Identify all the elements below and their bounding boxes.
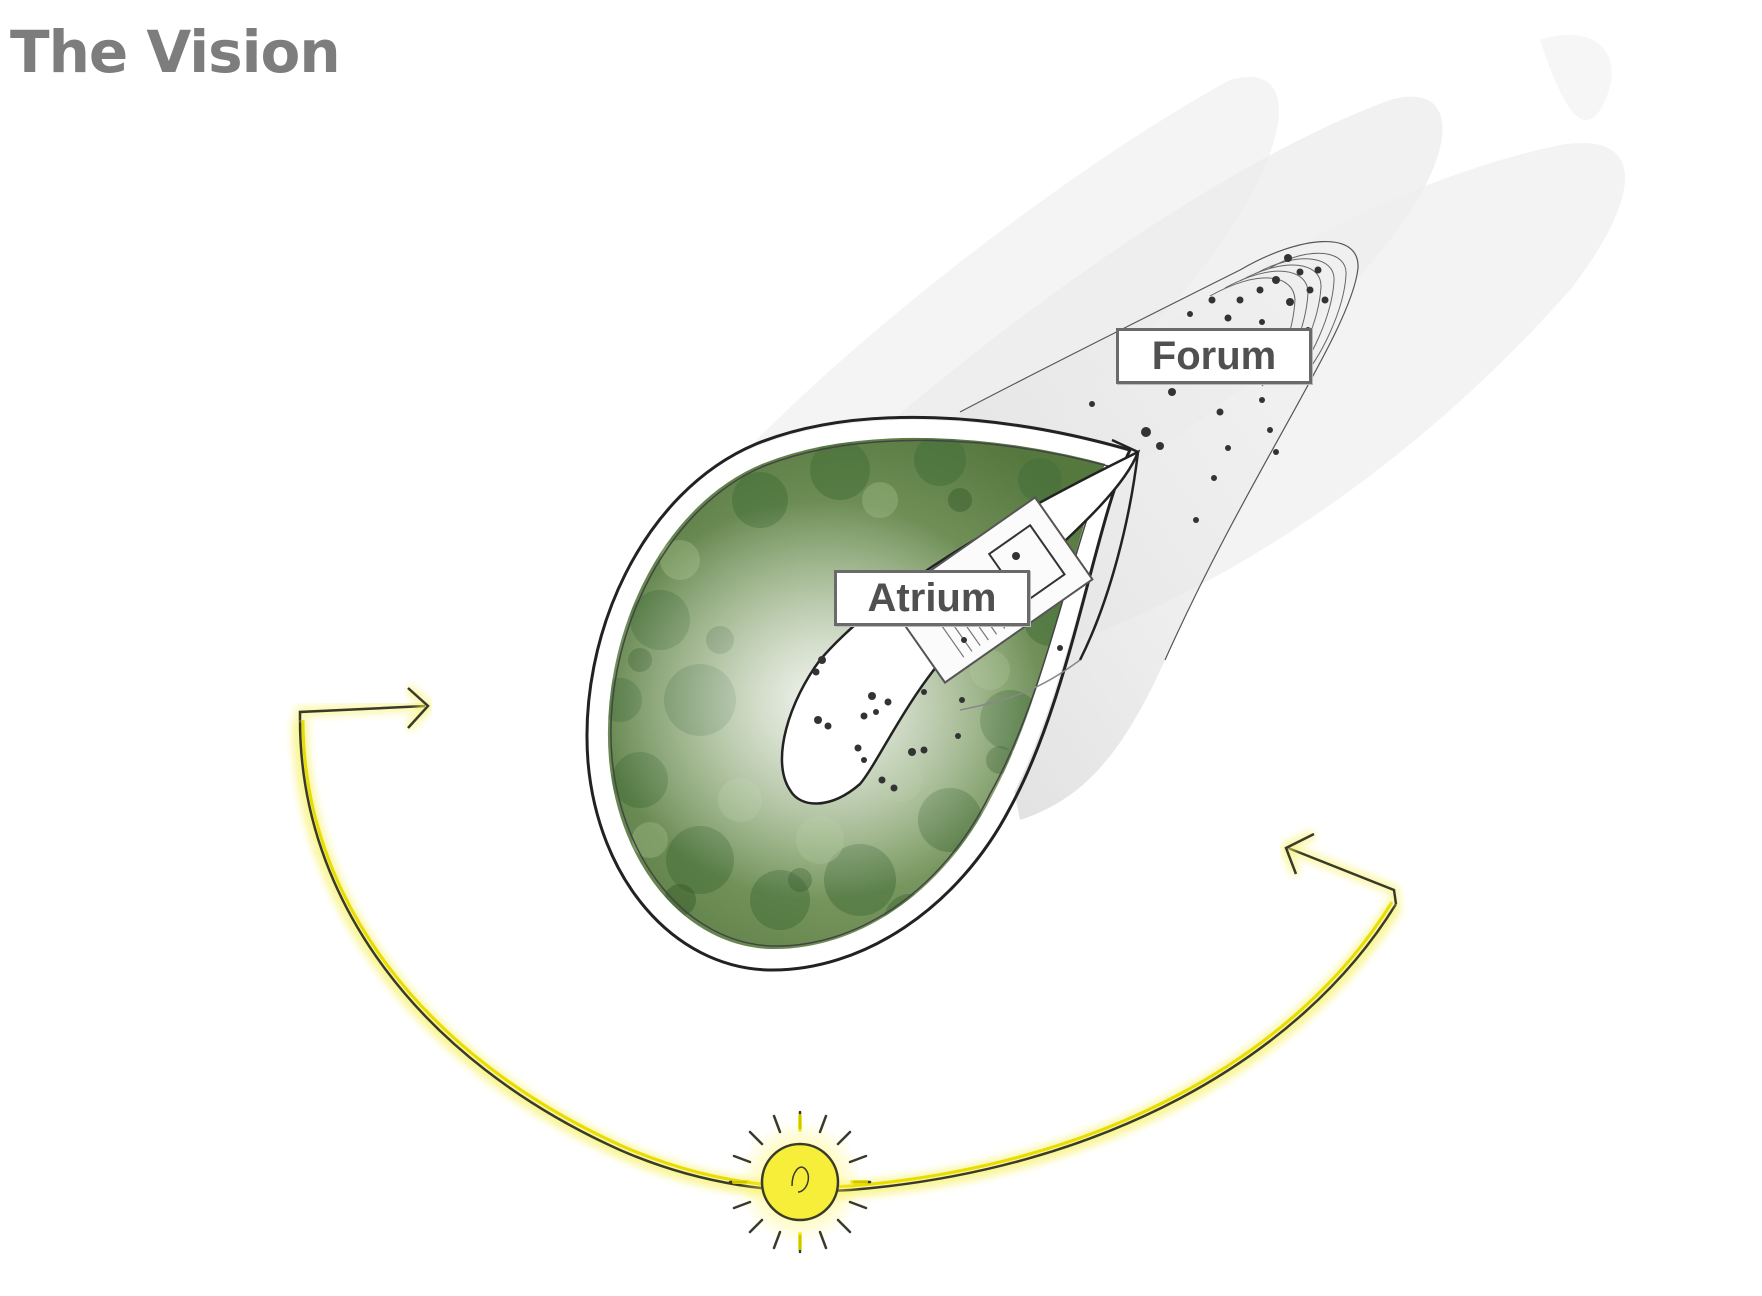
forum-label: Forum — [1116, 328, 1312, 384]
arrow-icon — [300, 688, 428, 728]
arrow-icon — [1286, 834, 1396, 904]
sun-icon — [730, 1112, 870, 1252]
atrium-label: Atrium — [834, 570, 1030, 626]
